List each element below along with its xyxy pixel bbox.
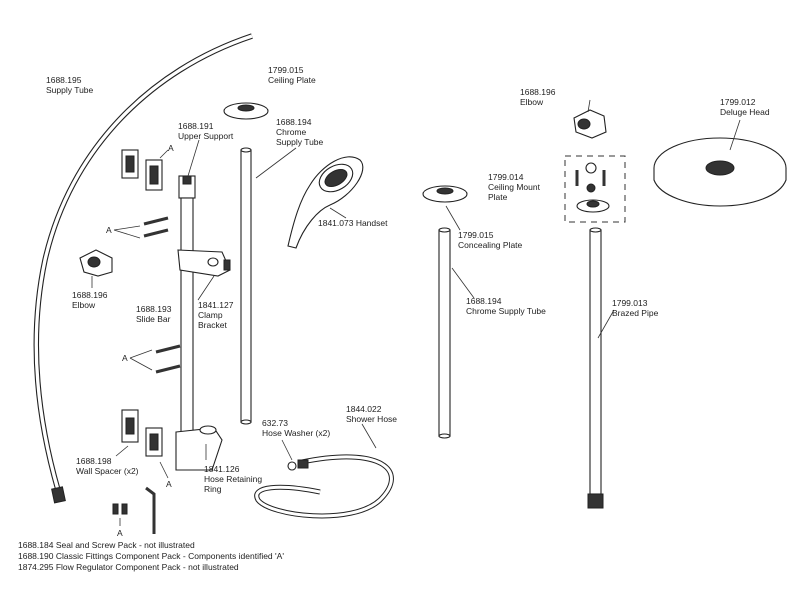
clamp-bracket-drawing <box>177 249 231 301</box>
chrome-supply-tube-long-drawing <box>438 227 475 439</box>
wall-screws-drawing <box>112 216 181 534</box>
handset-drawing <box>287 156 364 249</box>
footnote-flow-regulator-pack: 1874.295 Flow Regulator Component Pack -… <box>18 562 239 572</box>
elbow-left-drawing <box>79 249 113 288</box>
elbow-right-drawing <box>573 99 607 139</box>
marker-a-wall-spacer: A <box>166 479 172 489</box>
brazed-pipe-drawing <box>587 227 615 509</box>
marker-a-screws-lower: A <box>122 353 128 363</box>
marker-a-upper-support: A <box>168 143 174 153</box>
lower-wall-spacer-drawing <box>115 409 169 479</box>
footnote-classic-fittings-pack: 1688.190 Classic Fittings Component Pack… <box>18 551 284 561</box>
footnote-seal-screw-pack: 1688.184 Seal and Screw Pack - not illus… <box>18 540 195 550</box>
slide-bar-drawing <box>178 139 200 435</box>
label-handset: 1841.073 Handset <box>318 218 388 228</box>
shower-hose-drawing <box>254 423 394 519</box>
deluge-head-drawing <box>653 119 787 207</box>
marker-a-screws-upper: A <box>106 225 112 235</box>
marker-a-seal-screws: A <box>117 528 123 538</box>
ceiling-plate-drawing <box>223 102 269 120</box>
supply-tube-left-drawing <box>33 33 253 504</box>
ceiling-mount-plate-drawing <box>564 155 626 223</box>
chrome-supply-tube-short-drawing <box>240 147 297 425</box>
upper-wall-spacer-drawing <box>121 149 169 191</box>
concealing-plate-drawing <box>422 185 468 231</box>
hose-retaining-ring-drawing <box>175 425 223 471</box>
